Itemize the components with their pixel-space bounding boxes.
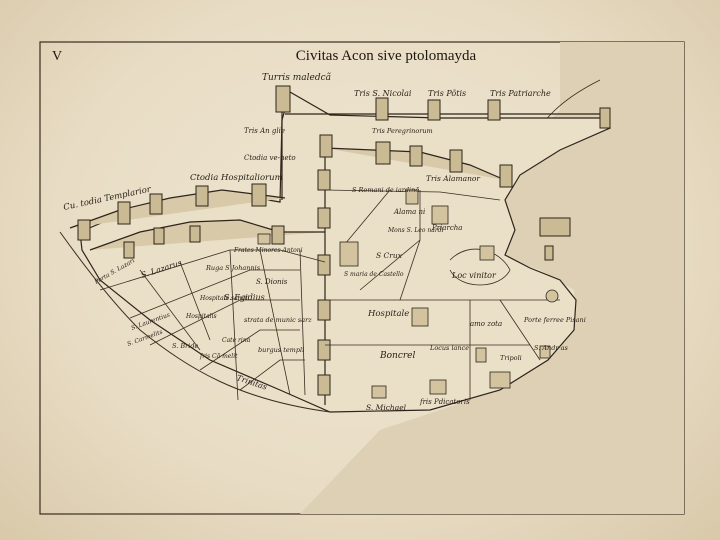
buildings: [257, 189, 559, 399]
label-locus-vinitorum: Loc vinitor: [451, 271, 497, 280]
label-s-crux: S Crux: [376, 251, 403, 260]
label-ruga-s-johannis: Ruga S Johannis: [205, 264, 261, 272]
label-turris-anglie: Tris An glie: [244, 127, 285, 135]
label-s-michael: S. Michael: [366, 403, 407, 412]
label-tripoli: Tripoli: [500, 354, 522, 362]
label-amorzota: amo zota: [470, 320, 502, 328]
label-hospitale: Hospitale: [367, 309, 409, 319]
place-labels: Turris maledcã Tris S. Nicolai Tris Põti…: [63, 72, 586, 412]
label-burgus-templi: burgus templi: [258, 346, 304, 354]
label-s-catarina: Cate rina: [222, 337, 251, 344]
label-s-andreas: S. Andr as: [534, 344, 568, 352]
label-strata-de-munitione: strata de munic sarz: [244, 316, 312, 324]
label-turris-maledicta: Turris maledcã: [262, 72, 331, 83]
label-s-egidius: S. Egidius: [224, 293, 265, 302]
west-coast: [59, 231, 331, 413]
label-turris-patriarche: Tris Patriarche: [490, 89, 551, 98]
label-porte-ferree-pisani: Porte ferree Pisani: [523, 316, 586, 324]
label-alamani: Alama ni: [393, 208, 425, 216]
label-s-romanus: S Romani de iardinõ: [352, 186, 419, 194]
label-turris-alamanorum: Tris Alamanor: [426, 174, 480, 183]
map-title: Civitas Acon sive ptolomayda: [296, 48, 477, 64]
label-turris-peregrinorum: Tris Peregrinorum: [372, 127, 433, 135]
towers: [77, 85, 611, 396]
label-hospitalis: Hospitalis: [185, 313, 217, 320]
label-turris-s-nicolai: Tris S. Nicolai: [354, 89, 412, 98]
label-mons-s-leonardi: Mons S. Leo nardi: [387, 227, 444, 234]
label-fratres-predicatores: fris Pdicatoris: [419, 398, 470, 406]
label-custodia-veneto: Ctodia ve-neto: [244, 154, 296, 162]
label-hospitale-mi: Hospitale sancti: [199, 295, 249, 302]
label-s-dionisius: S. Dionis: [256, 278, 288, 286]
inner-wall-west: [89, 219, 325, 251]
label-turris-potis: Tris Põtis: [428, 89, 466, 98]
label-custodia-hospitaliorum: Ctodia Hospitaliorum: [190, 173, 283, 183]
sea: [300, 42, 684, 514]
label-fratres-carmeli: fris Cã melit: [199, 353, 238, 360]
label-patriarcha: Priarcha: [431, 224, 462, 232]
plate-number: V: [52, 49, 62, 64]
label-s-mariae: S maria de Castello: [344, 271, 404, 278]
label-boncrel: Boncrel: [379, 351, 415, 361]
streets: [99, 189, 560, 401]
label-fratres-minores: Frates Minores Antoni: [233, 247, 303, 254]
label-locus-lancearum: Locus lance: [429, 344, 469, 352]
label-s-brigida: S. Bride: [172, 342, 198, 350]
